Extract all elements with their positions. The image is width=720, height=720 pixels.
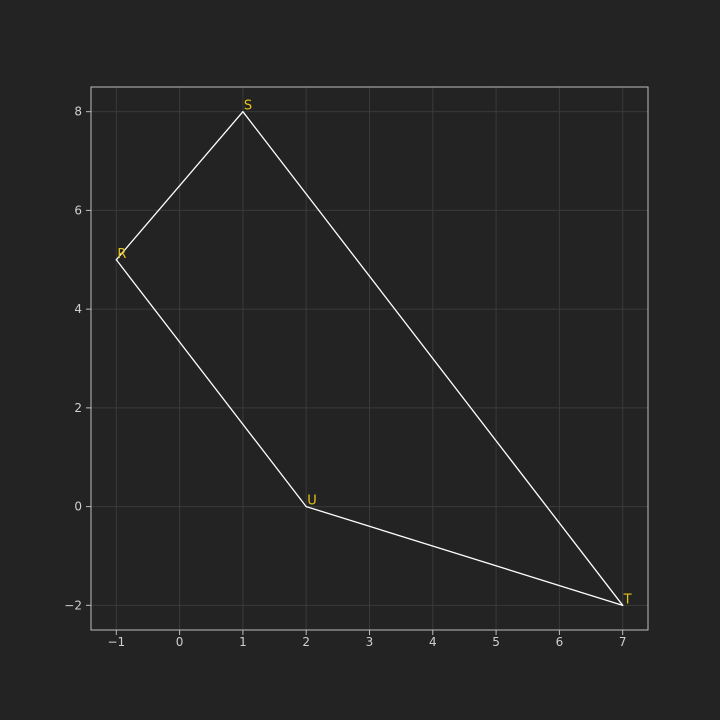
y-tick-label: 8 xyxy=(74,105,82,119)
x-tick-label: 0 xyxy=(176,635,184,649)
edge-ur xyxy=(115,259,307,508)
x-tick-label: 1 xyxy=(239,635,247,649)
x-tick-label: 6 xyxy=(556,635,564,649)
vertex-label-s: S xyxy=(244,99,252,114)
y-tick-label: 2 xyxy=(74,401,82,415)
y-tick-label: 6 xyxy=(74,203,82,217)
edge-rs xyxy=(115,111,244,261)
vertex-label-r: R xyxy=(117,247,126,262)
x-tick-label: 2 xyxy=(302,635,310,649)
edge-tu xyxy=(305,505,624,606)
axis-ticks: −1 0 1 2 3 4 5 6 7 −2 0 2 4 6 8 xyxy=(64,105,626,649)
x-tick-label: 3 xyxy=(366,635,374,649)
vertex-labels: R S T U xyxy=(117,99,631,608)
edge-st xyxy=(242,111,624,606)
vertex-label-t: T xyxy=(623,592,632,607)
y-tick-label: 4 xyxy=(74,302,82,316)
x-tick-label: 7 xyxy=(619,635,627,649)
y-tick-label: −2 xyxy=(64,598,82,612)
vertex-label-u: U xyxy=(307,494,317,509)
y-tick-label: 0 xyxy=(74,500,82,514)
grid-lines xyxy=(91,87,648,630)
x-tick-label: −1 xyxy=(107,635,125,649)
polygon-rstu xyxy=(115,111,624,606)
x-tick-label: 5 xyxy=(492,635,500,649)
x-tick-label: 4 xyxy=(429,635,437,649)
